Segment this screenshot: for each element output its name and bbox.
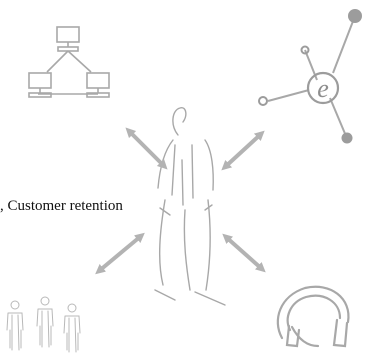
e-letter-molecule-icon: e bbox=[258, 9, 362, 144]
person-outline-icon bbox=[154, 107, 226, 306]
arrow-support-person bbox=[222, 233, 266, 273]
arrow-ebusiness-person bbox=[221, 130, 265, 171]
svg-text:e: e bbox=[317, 74, 329, 103]
arrow-group-person bbox=[95, 232, 145, 275]
customer-retention-label: , Customer retention bbox=[0, 198, 123, 214]
network-topology-icon bbox=[28, 26, 110, 98]
group-of-people-icon bbox=[6, 296, 81, 353]
arrow-network-person bbox=[125, 127, 168, 170]
headset-icon bbox=[276, 285, 350, 348]
